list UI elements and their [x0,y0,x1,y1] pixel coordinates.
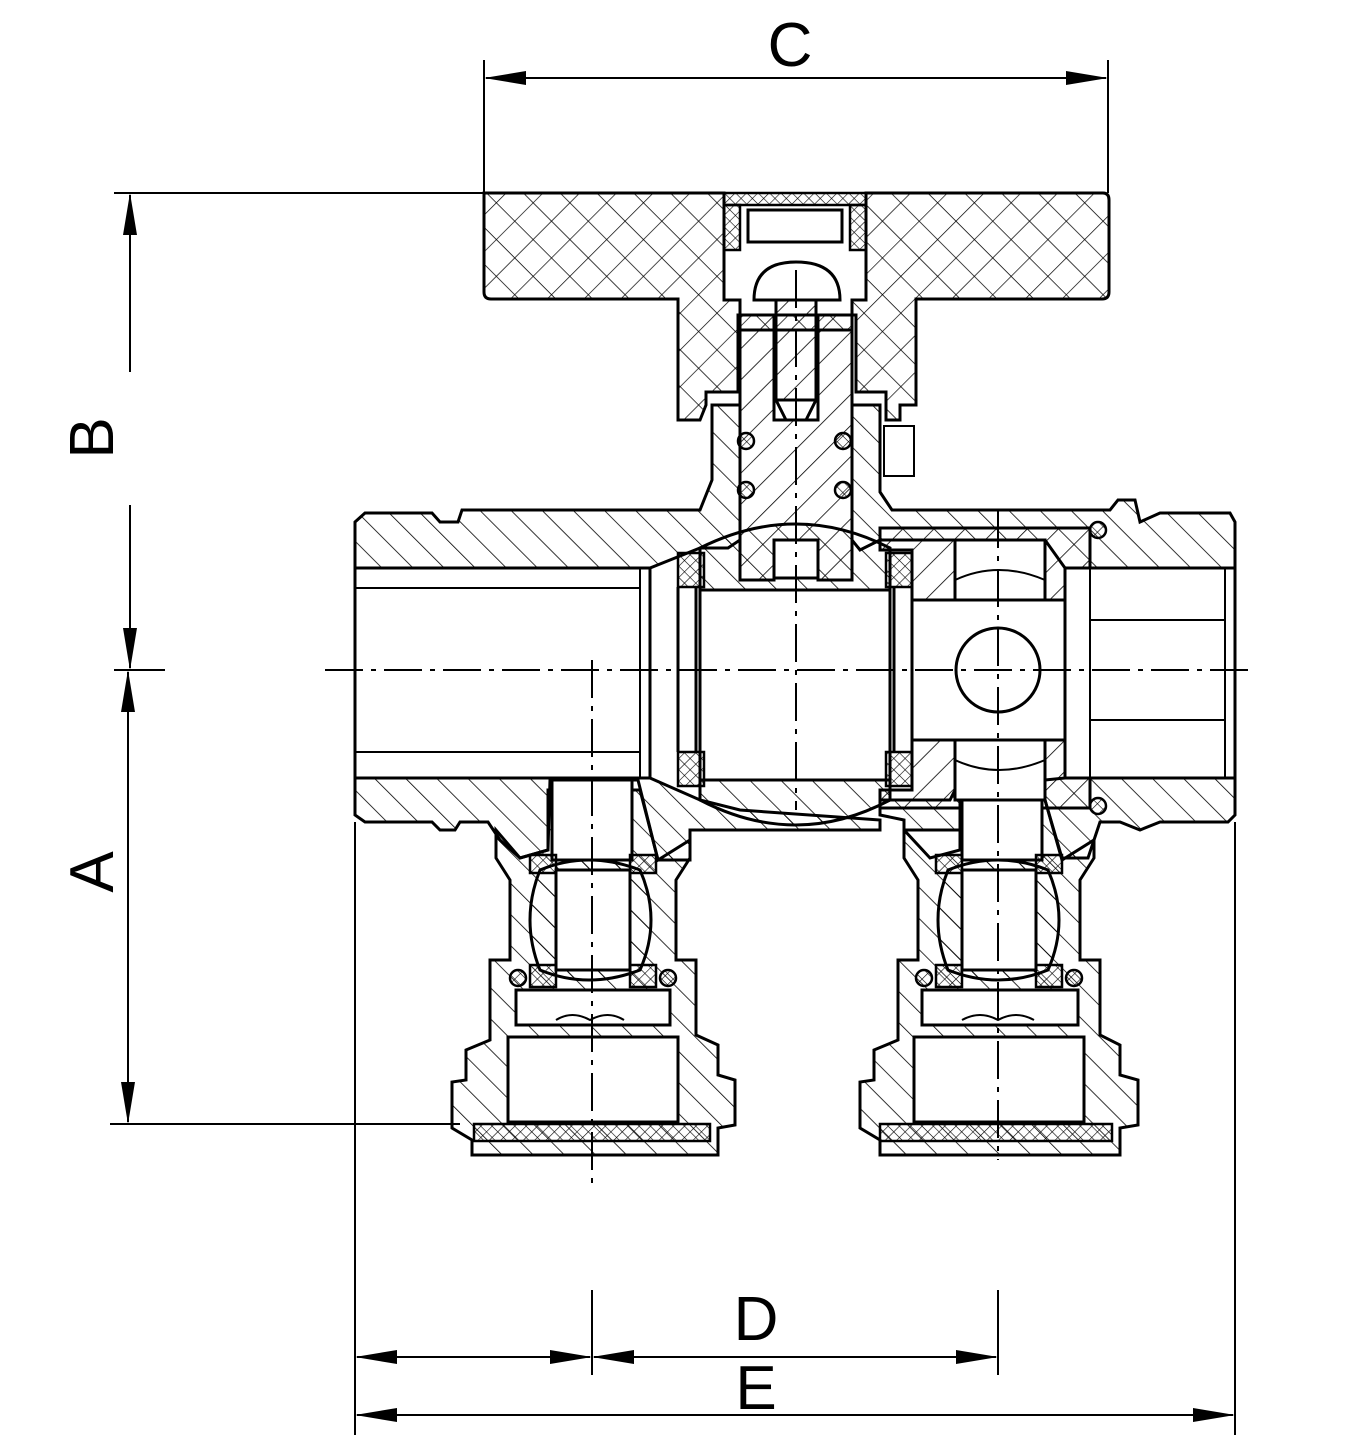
dimension-label-b: B [58,417,127,458]
dimension-lines [110,60,1236,1435]
dimension-label-e: E [735,1354,776,1423]
dimension-label-d: D [734,1285,779,1354]
left-branch [450,778,737,1157]
center-lines [325,270,1250,1185]
dimension-label-c: C [768,11,813,80]
handle-cap-insert [722,191,868,252]
main-ball [698,522,892,827]
handle-knob [482,191,1111,477]
dimension-label-a: A [58,851,127,893]
